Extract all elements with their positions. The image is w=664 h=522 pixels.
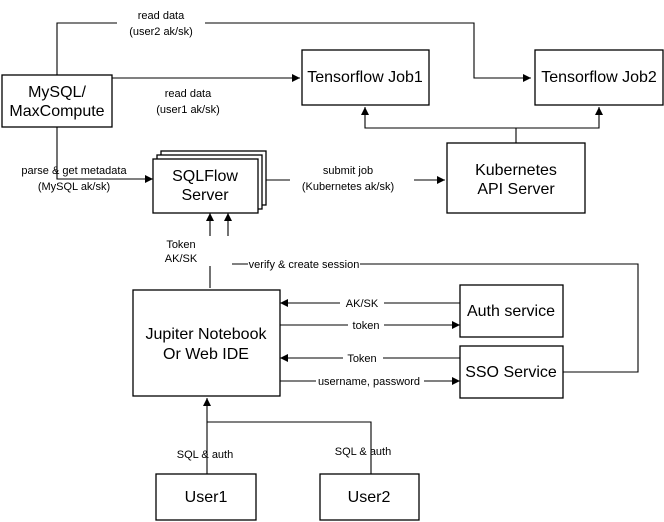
node-sso-label: SSO Service	[465, 364, 557, 381]
edge-label-auth-to-jupyter: AK/SK	[346, 298, 379, 310]
edge-user2-to-jupyter	[207, 421, 372, 474]
node-tf-job1-label: Tensorflow Job1	[307, 69, 423, 86]
node-user2-label: User2	[348, 489, 391, 506]
node-jupyter-label-line2: Or Web IDE	[163, 346, 249, 363]
node-jupiter-notebook: Jupiter Notebook Or Web IDE	[132, 289, 281, 397]
node-user1-label: User1	[185, 489, 228, 506]
node-sqlflow-label-line2: Server	[181, 187, 229, 204]
edge-label-user1-to-jupyter: SQL & auth	[177, 449, 233, 461]
edge-mysql-to-sqlflow	[56, 127, 153, 183]
edge-label-mysql-to-job2-line2: (user2 ak/sk)	[129, 26, 193, 38]
edge-label-jupyter-to-sqlflow-line1: Token	[166, 239, 195, 251]
node-jupyter-label-line1: Jupiter Notebook	[146, 326, 268, 343]
edge-sso-to-sqlflow	[224, 213, 639, 373]
node-user2: User2	[319, 473, 420, 521]
edge-label-jupyter-to-auth: token	[353, 320, 380, 332]
node-sso-service: SSO Service	[459, 345, 564, 399]
edge-label-sso-to-jupyter: Token	[347, 353, 376, 365]
node-mysql-label-line2: MaxCompute	[9, 103, 104, 120]
node-tensorflow-job2: Tensorflow Job2	[534, 49, 664, 106]
node-k8s-label-line1: Kubernetes	[475, 162, 557, 179]
edge-label-jupyter-to-sso: username, password	[318, 376, 420, 388]
node-mysql-label-line1: MySQL/	[28, 84, 86, 101]
edge-mysql-to-job2	[56, 22, 531, 82]
node-k8s-label-line2: API Server	[477, 181, 555, 198]
edge-label-user2-to-jupyter: SQL & auth	[335, 446, 391, 458]
node-user1: User1	[155, 473, 257, 521]
node-kubernetes-api-server: Kubernetes API Server	[446, 142, 586, 214]
node-auth-service: Auth service	[459, 284, 564, 338]
node-sqlflow-server: SQLFlow Server	[152, 150, 267, 214]
edge-label-mysql-to-job2-line1: read data	[138, 10, 185, 22]
edge-label-sqlflow-to-k8s-line1: submit job	[323, 165, 373, 177]
edge-label-sso-to-sqlflow: verify & create session	[249, 259, 360, 271]
node-tensorflow-job1: Tensorflow Job1	[301, 49, 430, 106]
node-sqlflow-label-line1: SQLFlow	[172, 168, 238, 185]
edge-label-sqlflow-to-k8s-line2: (Kubernetes ak/sk)	[302, 181, 394, 193]
edge-label-mysql-to-sqlflow-line1: parse & get metadata	[21, 165, 127, 177]
edge-label-mysql-to-sqlflow-line2: (MySQL ak/sk)	[38, 181, 110, 193]
node-tf-job2-label: Tensorflow Job2	[541, 69, 657, 86]
edge-k8s-to-job2	[516, 107, 603, 129]
edge-label-mysql-to-job1-line2: (user1 ak/sk)	[156, 104, 220, 116]
node-mysql-maxcompute: MySQL/ MaxCompute	[1, 74, 113, 128]
edge-k8s-to-jobs	[361, 107, 517, 143]
node-auth-label: Auth service	[467, 303, 555, 320]
edge-label-mysql-to-job1-line1: read data	[165, 88, 212, 100]
edge-label-jupyter-to-sqlflow-line2: AK/SK	[165, 253, 198, 265]
